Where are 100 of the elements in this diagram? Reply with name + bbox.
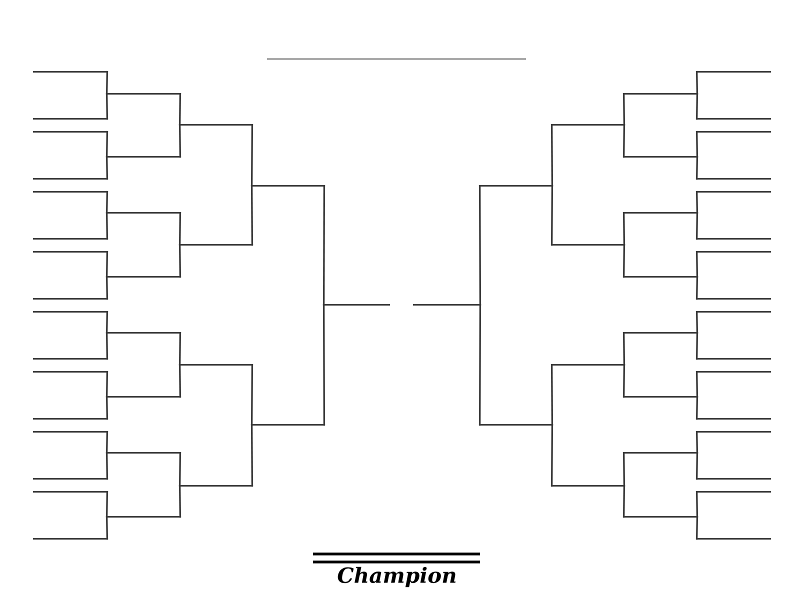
fill-in-line — [622, 396, 698, 398]
fill-in-line — [478, 184, 554, 187]
fill-in-line — [696, 370, 772, 373]
fill-in-line — [696, 178, 772, 180]
fill-in-line — [32, 490, 108, 493]
bracket-connector — [322, 184, 326, 306]
bracket-connector — [178, 452, 182, 487]
fill-in-line — [250, 424, 326, 426]
fill-in-line — [696, 538, 772, 540]
fill-in-line — [32, 418, 108, 420]
fill-in-line — [106, 332, 182, 334]
fill-in-line — [622, 156, 698, 158]
bracket-connector — [696, 452, 698, 480]
fill-in-line — [550, 124, 626, 126]
bracket-connector — [622, 364, 626, 398]
bracket-connector — [696, 190, 698, 214]
fill-in-line — [696, 70, 772, 73]
fill-in-line — [32, 178, 108, 180]
fill-in-line — [696, 238, 772, 240]
bracket-connector — [106, 332, 108, 360]
fill-in-line — [32, 430, 108, 433]
fill-in-line — [696, 118, 772, 120]
bracket-connector — [106, 310, 108, 334]
bracket-connector — [622, 124, 626, 158]
bracket-connector — [106, 370, 108, 398]
bracket-connector — [106, 212, 108, 240]
bracket-connector — [696, 332, 698, 360]
bracket-connector — [478, 304, 482, 426]
fill-in-line — [32, 310, 108, 313]
fill-in-line — [622, 516, 698, 518]
bracket-connector — [550, 424, 554, 487]
bracket-connector — [696, 130, 698, 158]
bracket-connector — [250, 124, 254, 187]
bracket-connector — [106, 156, 108, 180]
bracket-connector — [106, 92, 108, 120]
bracket-connector — [322, 304, 326, 426]
bracket-connector — [178, 364, 182, 398]
bracket-connector — [550, 124, 554, 187]
fill-in-line — [178, 124, 254, 126]
bracket-connector — [106, 250, 108, 278]
fill-in-line — [322, 304, 390, 306]
fill-in-line — [178, 364, 254, 366]
fill-in-line — [696, 478, 772, 480]
fill-in-line — [32, 238, 108, 240]
bracket-connector — [622, 92, 626, 126]
fill-in-line — [478, 424, 554, 426]
bracket-connector — [250, 424, 254, 487]
bracket-connector — [696, 250, 698, 278]
fill-in-line — [696, 250, 772, 253]
bracket-connector — [622, 452, 626, 487]
fill-in-line — [106, 452, 182, 454]
fill-in-line — [106, 92, 182, 95]
bracket-connector — [622, 332, 626, 366]
fill-in-line — [622, 452, 698, 454]
fill-in-line — [106, 212, 182, 214]
fill-in-line — [250, 184, 326, 187]
fill-in-line — [32, 118, 108, 120]
bracket-connector — [178, 212, 182, 246]
bracket-connector — [696, 430, 698, 454]
bracket-connector — [696, 370, 698, 398]
bracket-connector — [178, 484, 182, 518]
fill-in-line — [32, 538, 108, 540]
bracket-connector — [178, 244, 182, 278]
bracket-connector — [106, 516, 108, 540]
bracket-connector — [622, 212, 626, 246]
fill-in-line — [106, 276, 182, 278]
fill-in-line — [550, 364, 626, 366]
fill-in-line — [696, 358, 772, 360]
fill-in-line — [106, 516, 182, 518]
bracket-connector — [106, 276, 108, 300]
fill-in-line — [696, 490, 772, 493]
fill-in-line — [178, 244, 254, 246]
bracket-connector — [478, 184, 482, 306]
bracket-connector — [106, 452, 108, 480]
bracket-connector — [696, 92, 698, 120]
fill-in-line — [550, 484, 626, 487]
fill-in-line — [32, 250, 108, 253]
bracket-connector — [250, 184, 254, 246]
fill-in-line — [106, 396, 182, 398]
bracket-connector — [106, 396, 108, 420]
fill-in-line — [696, 418, 772, 420]
bracket-connector — [622, 484, 626, 518]
fill-in-line — [696, 130, 772, 133]
fill-in-line — [32, 130, 108, 133]
fill-in-line — [178, 484, 254, 487]
bracket-connector — [696, 156, 698, 180]
bracket-connector — [696, 516, 698, 540]
bracket-connector — [696, 310, 698, 334]
fill-in-line — [32, 478, 108, 480]
bracket-connector — [550, 364, 554, 426]
bracket-connector — [178, 124, 182, 158]
fill-in-line — [696, 298, 772, 300]
bracket-connector — [550, 184, 554, 246]
fill-in-line — [550, 244, 626, 246]
bracket-connector — [178, 92, 182, 126]
bracket-connector — [250, 364, 254, 426]
bracket-connector — [106, 430, 108, 454]
fill-in-line — [622, 92, 698, 95]
bracket-connector — [696, 212, 698, 240]
bracket-connector — [696, 276, 698, 300]
